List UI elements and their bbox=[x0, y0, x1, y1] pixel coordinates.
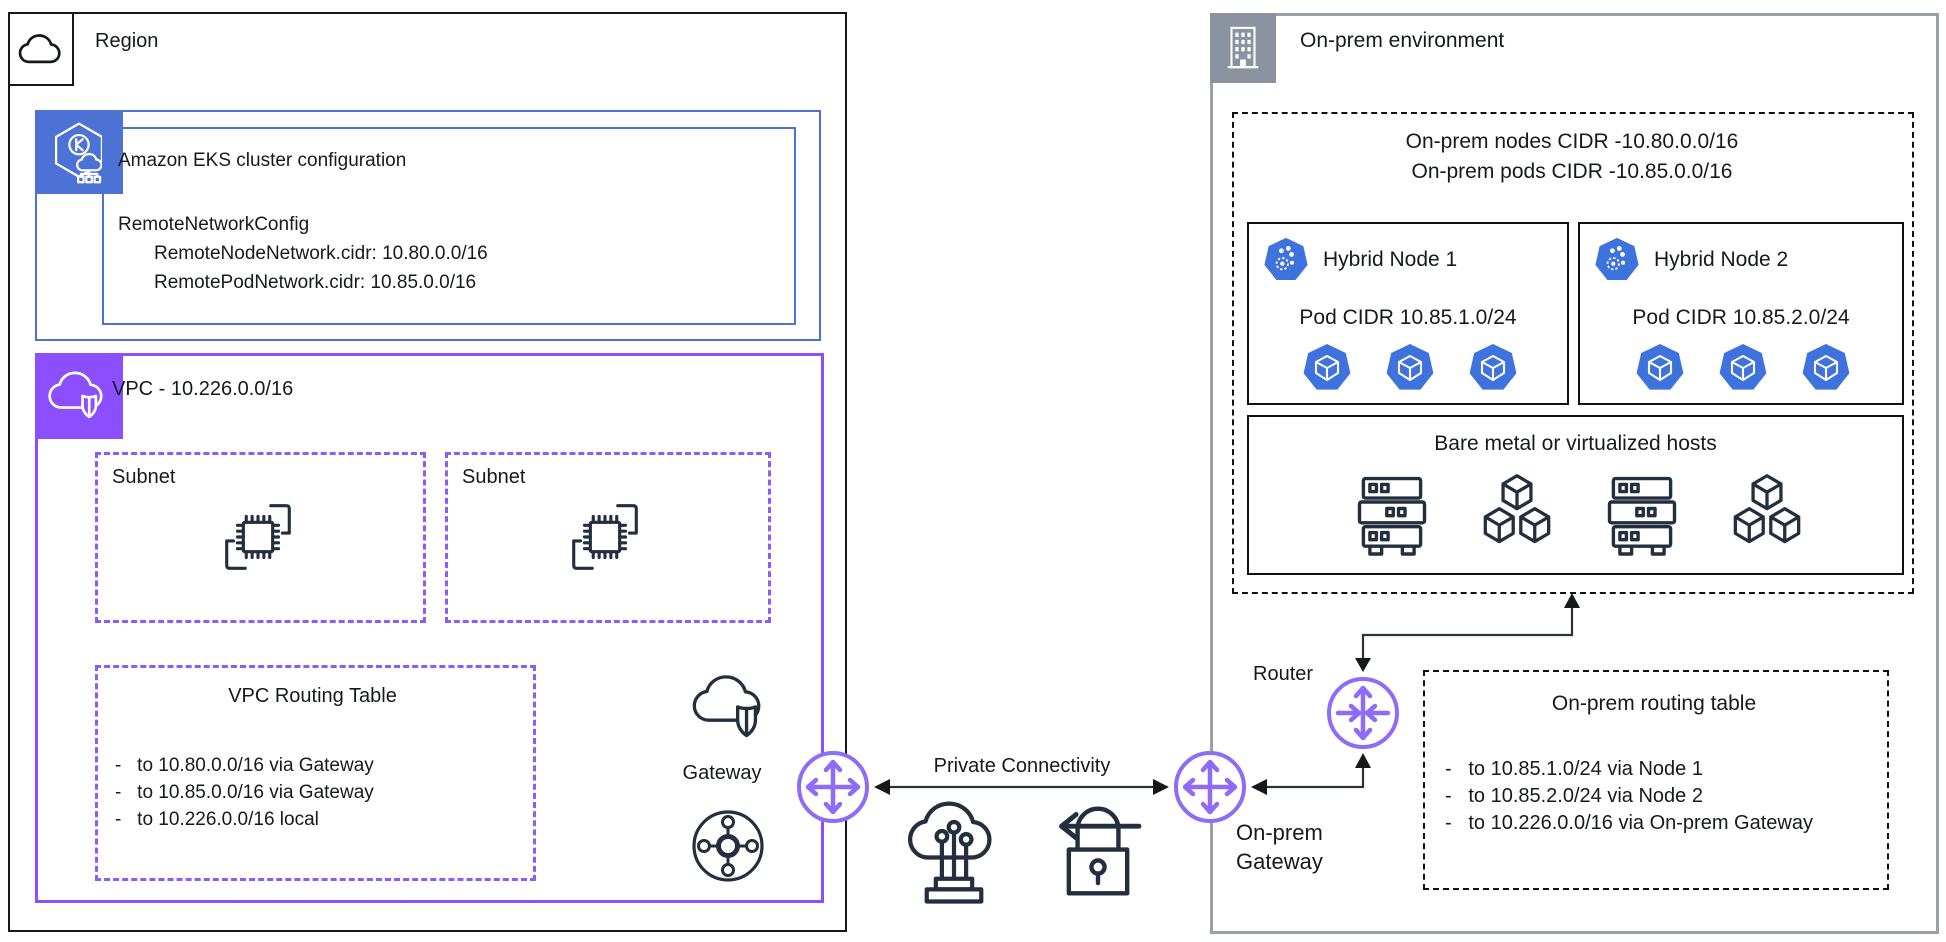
bare-metal-title: Bare metal or virtualized hosts bbox=[1434, 432, 1717, 455]
cubes-icon bbox=[1477, 469, 1557, 561]
subnet-label: Subnet bbox=[462, 466, 526, 488]
onprem-route: - to 10.226.0.0/16 via On-prem Gateway bbox=[1445, 812, 1813, 834]
hybrid-node-1-box: Hybrid Node 1 Pod CIDR 10.85.1.0/24 bbox=[1247, 222, 1569, 405]
hybrid-node-2-box: Hybrid Node 2 Pod CIDR 10.85.2.0/24 bbox=[1578, 222, 1904, 405]
k8s-node-icon bbox=[1593, 236, 1641, 284]
router-icon bbox=[1325, 675, 1401, 751]
k8s-pod-icon bbox=[1384, 342, 1436, 394]
vpc-icon bbox=[35, 353, 123, 439]
eks-remote-pod-network: RemotePodNetwork.cidr: 10.85.0.0/16 bbox=[154, 272, 477, 293]
onprem-pods-cidr: On-prem pods CIDR -10.85.0.0/16 bbox=[1411, 160, 1733, 183]
server-rack-icon bbox=[1601, 469, 1683, 561]
server-rack-icon bbox=[1351, 469, 1433, 561]
gateway-label: Gateway bbox=[682, 762, 762, 784]
vpc-routing-table-title: VPC Routing Table bbox=[228, 685, 397, 707]
pod-cidr-label: Pod CIDR 10.85.2.0/24 bbox=[1632, 306, 1850, 329]
instance-chip-icon bbox=[560, 492, 650, 582]
cubes-icon bbox=[1727, 469, 1807, 561]
vpc-route: - to 10.226.0.0/16 local bbox=[115, 809, 319, 830]
cloud-shield-icon bbox=[690, 672, 772, 744]
vpc-route: - to 10.85.0.0/16 via Gateway bbox=[115, 782, 374, 803]
onprem-routing-table-box bbox=[1423, 670, 1889, 890]
onprem-label: On-prem environment bbox=[1300, 29, 1505, 52]
k8s-pod-icon bbox=[1717, 342, 1769, 394]
subnet-box-1: Subnet bbox=[95, 452, 426, 623]
onprem-gateway-icon bbox=[1172, 749, 1248, 825]
k8s-pod-icon bbox=[1467, 342, 1519, 394]
eks-remote-node-network: RemoteNodeNetwork.cidr: 10.80.0.0/16 bbox=[154, 243, 488, 264]
region-container bbox=[8, 12, 847, 932]
eks-config-title: Amazon EKS cluster configuration bbox=[118, 150, 407, 171]
onprem-routing-table-title: On-prem routing table bbox=[1551, 692, 1757, 715]
direct-connect-icon bbox=[902, 798, 1006, 908]
onprem-nodes-cidr: On-prem nodes CIDR -10.80.0.0/16 bbox=[1405, 130, 1739, 153]
subnet-label: Subnet bbox=[112, 466, 176, 488]
k8s-pod-icon bbox=[1800, 342, 1852, 394]
onprem-route: - to 10.85.1.0/24 via Node 1 bbox=[1445, 758, 1703, 780]
eks-remote-network-config: RemoteNetworkConfig bbox=[118, 214, 310, 235]
vpc-route: - to 10.80.0.0/16 via Gateway bbox=[115, 755, 374, 776]
k8s-node-icon bbox=[1262, 236, 1310, 284]
subnet-box-2: Subnet bbox=[445, 452, 771, 623]
k8s-pod-icon bbox=[1301, 342, 1353, 394]
private-connectivity-label: Private Connectivity bbox=[933, 755, 1111, 777]
k8s-pod-icon bbox=[1634, 342, 1686, 394]
instance-chip-icon bbox=[213, 492, 303, 582]
gateway-icon bbox=[795, 749, 871, 825]
onprem-route: - to 10.85.2.0/24 via Node 2 bbox=[1445, 785, 1703, 807]
pod-cidr-label: Pod CIDR 10.85.1.0/24 bbox=[1299, 306, 1517, 329]
transit-gateway-icon bbox=[688, 806, 768, 886]
vpn-lock-icon bbox=[1048, 795, 1148, 907]
onprem-building-icon bbox=[1210, 13, 1276, 83]
region-label: Region bbox=[95, 30, 159, 52]
eks-config-inner-box bbox=[102, 127, 796, 325]
vpc-label: VPC - 10.226.0.0/16 bbox=[112, 378, 294, 400]
bare-metal-box: Bare metal or virtualized hosts bbox=[1247, 415, 1904, 575]
onprem-container bbox=[1210, 13, 1939, 934]
vpc-routing-table-box bbox=[95, 665, 536, 881]
eks-config-outer-box bbox=[35, 110, 821, 341]
vpc-container bbox=[35, 353, 824, 903]
hybrid-node-title: Hybrid Node 1 bbox=[1323, 248, 1458, 271]
eks-icon bbox=[35, 110, 123, 194]
hybrid-node-title: Hybrid Node 2 bbox=[1654, 248, 1789, 271]
region-cloud-icon bbox=[8, 12, 74, 86]
router-label: Router bbox=[1253, 663, 1314, 685]
onprem-gateway-label: On-prem Gateway bbox=[1236, 820, 1323, 874]
